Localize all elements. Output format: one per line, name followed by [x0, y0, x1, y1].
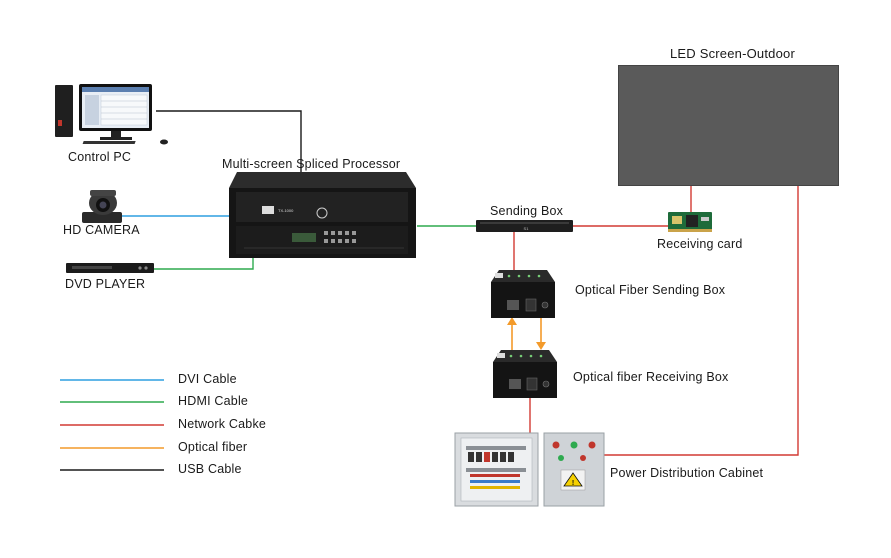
power-line	[604, 186, 799, 456]
processor-label: Multi-screen Spliced Processor	[222, 157, 401, 171]
usb-cable-line	[156, 110, 302, 173]
hdmi-cable-line-dvd	[154, 258, 254, 270]
legend-label-usb: USB Cable	[178, 462, 242, 476]
led-screen	[618, 65, 839, 186]
optical-sending-box-label: Optical Fiber Sending Box	[575, 283, 726, 297]
optical-receiving-box-label: Optical fiber Receiving Box	[573, 370, 729, 384]
svg-text:S1: S1	[524, 226, 530, 231]
legend-label-network: Network Cabke	[178, 417, 267, 431]
legend-label-dvi: DVI Cable	[178, 372, 237, 386]
optical-fiber-up-arrow	[507, 317, 517, 325]
svg-text:!: !	[572, 480, 574, 487]
dvd-player-label: DVD PLAYER	[65, 277, 146, 291]
sending-box-label: Sending Box	[490, 204, 564, 218]
legend-label-optical: Optical fiber	[178, 440, 248, 454]
optical-fiber-down-arrow	[536, 342, 546, 350]
control-pc-label: Control PC	[68, 150, 132, 164]
hd-camera-label: HD CAMERA	[63, 223, 140, 237]
led-screen-title: LED Screen-Outdoor	[670, 46, 795, 61]
receiving-card-label: Receiving card	[657, 237, 743, 251]
power-cabinet-label: Power Distribution Cabinet	[610, 466, 764, 480]
legend-label-hdmi: HDMI Cable	[178, 394, 249, 408]
svg-text:TX-1000: TX-1000	[278, 208, 294, 213]
